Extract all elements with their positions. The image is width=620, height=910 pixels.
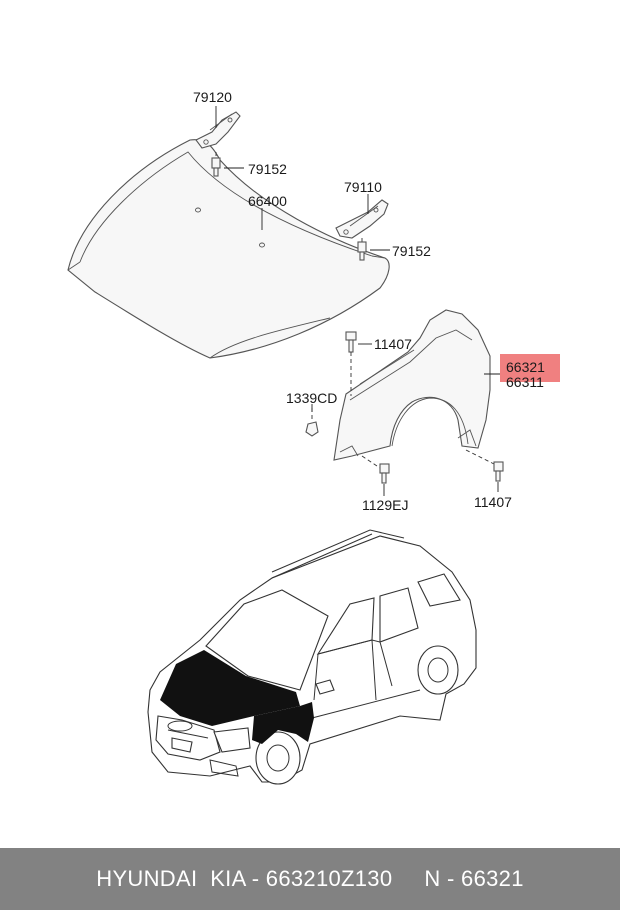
label-79120: 79120 [193, 89, 232, 105]
footer-text: HYUNDAI KIA - 663210Z130 N - 66321 [96, 866, 524, 891]
label-1129ej: 1129EJ [362, 497, 408, 513]
label-66311: 66311 [506, 374, 544, 390]
label-79152-right: 79152 [392, 243, 431, 259]
part-number-footer: HYUNDAI KIA - 663210Z130 N - 66321 [0, 848, 620, 910]
label-79110: 79110 [344, 179, 382, 195]
vehicle-locator-illustration [147, 529, 477, 785]
part-number-highlight [500, 354, 560, 382]
hood-panel [67, 139, 390, 359]
fender-bolt-rear [465, 449, 504, 482]
label-11407-rear: 11407 [474, 494, 512, 510]
label-66321: 66321 [506, 359, 545, 375]
hood-hinge-left [195, 111, 241, 149]
fender-clip [305, 408, 319, 437]
fender-bolt-top [345, 331, 357, 396]
highlighted-hood [160, 650, 300, 726]
label-66400: 66400 [248, 193, 287, 209]
label-11407-top: 11407 [374, 336, 412, 352]
front-fender [333, 309, 491, 461]
hinge-bolt-right [357, 238, 367, 261]
fender-screw-front [361, 455, 390, 484]
label-1339cd: 1339CD [286, 390, 337, 406]
hinge-bolt-left [211, 152, 221, 177]
hood-hinge-right [335, 199, 389, 239]
parts-diagram: 79120 79152 66400 79110 79152 11407 6632… [67, 89, 560, 785]
label-79152-left: 79152 [248, 161, 287, 177]
highlighted-fender [252, 702, 314, 744]
